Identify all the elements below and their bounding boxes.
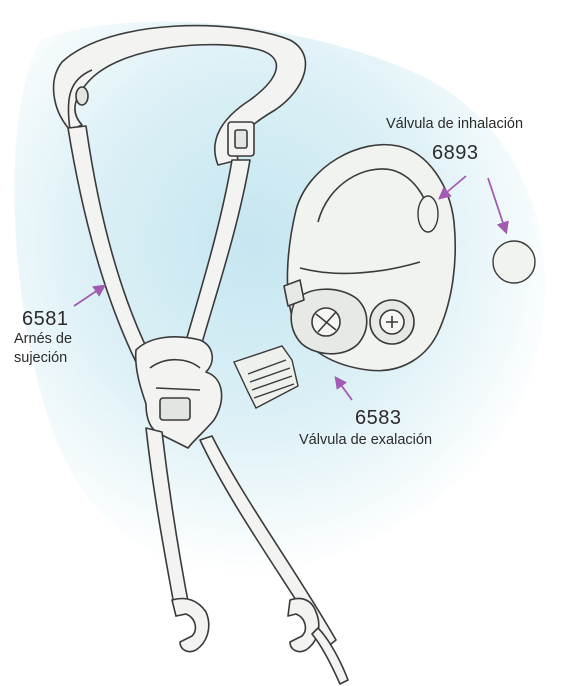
harness-left-hook — [172, 599, 209, 652]
inhalation-valve-part-number: 6893 — [432, 142, 479, 165]
harness-right-hook — [288, 599, 319, 652]
inhalation-valve-label: Válvula de inhalación — [386, 116, 523, 132]
harness-label-line2: sujeción — [14, 350, 67, 366]
harness-label-line1: Arnés de — [14, 331, 72, 347]
inhalation-valve-disc-large — [493, 241, 535, 283]
exhalation-valve-part-number: 6583 — [355, 407, 402, 430]
harness-slot — [160, 398, 190, 420]
harness-eyelet — [76, 87, 88, 105]
exhalation-valve-label: Válvula de exalación — [299, 432, 432, 448]
harness-part-number: 6581 — [22, 308, 69, 331]
inhalation-valve-disc-small — [418, 196, 438, 232]
